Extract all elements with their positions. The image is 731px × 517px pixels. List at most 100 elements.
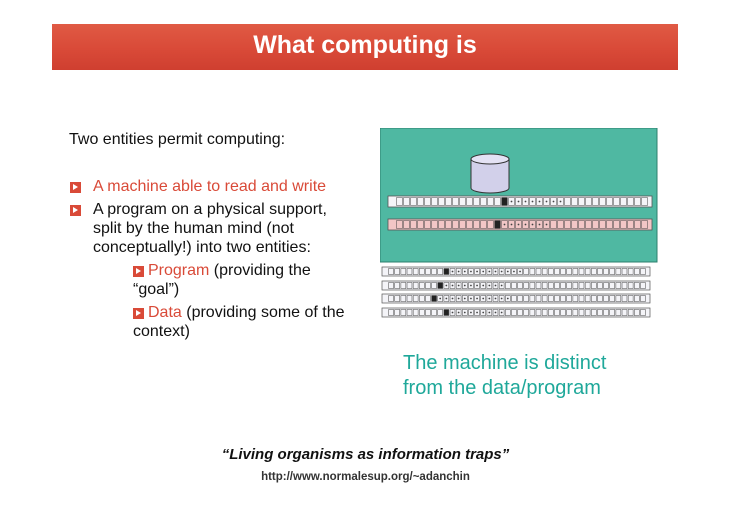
tape-cell <box>578 197 585 206</box>
tape-mark <box>524 223 527 226</box>
tape-cell <box>566 268 572 275</box>
tape-cell <box>412 282 419 289</box>
tape-cell <box>468 295 474 302</box>
tape-cell <box>543 197 550 206</box>
tape-cell <box>627 197 634 206</box>
tape-cell <box>572 282 579 289</box>
tape-mark <box>451 297 454 300</box>
tape-cell <box>557 220 564 229</box>
tape-cell <box>480 220 487 229</box>
tape-mark <box>482 270 485 273</box>
tape-cell <box>522 220 529 229</box>
tape-cell <box>388 295 394 302</box>
tape-cell <box>548 268 554 275</box>
tape-mark <box>531 200 534 203</box>
tape-cell <box>609 309 615 316</box>
tape-cell <box>431 309 437 316</box>
tape-cell <box>591 282 597 289</box>
tape-cell <box>431 282 437 289</box>
tape-cell <box>550 220 557 229</box>
bullet-program-line1: A program on a physical support, <box>93 201 327 218</box>
sub-item-program-line2: “goal”) <box>133 281 180 298</box>
tape-cell <box>564 220 571 229</box>
tape-cell <box>627 282 634 289</box>
sub-item-program: Program (providing the <box>148 261 311 280</box>
tape-cell <box>474 282 480 289</box>
tape-cell <box>566 295 572 302</box>
machine-box <box>380 128 658 263</box>
tape-cell <box>410 220 417 229</box>
tape-mark <box>500 284 503 287</box>
tape-cell <box>541 268 548 275</box>
tape-cell <box>615 309 622 316</box>
tape-mark <box>524 200 527 203</box>
tape-cell <box>394 282 400 289</box>
tape-head-cell <box>437 282 443 289</box>
tape-cell <box>388 282 394 289</box>
tape-cell <box>529 220 536 229</box>
tape-cell <box>480 197 487 206</box>
tape-cell <box>396 220 403 229</box>
tape-mark <box>457 297 460 300</box>
tape-cell <box>541 295 548 302</box>
tape-cell <box>419 309 425 316</box>
tape-cell <box>621 282 628 289</box>
arrow-bullet-icon <box>133 308 144 319</box>
tape-mark <box>552 200 555 203</box>
tape-mark <box>463 297 466 300</box>
tape-cell <box>425 295 431 302</box>
tape-mark <box>494 311 497 314</box>
tape-pink <box>387 218 653 231</box>
tape-cell <box>603 309 609 316</box>
tape-cell <box>529 309 536 316</box>
tape-cell <box>535 282 542 289</box>
tape-cell <box>438 220 445 229</box>
tape-cell <box>473 197 480 206</box>
tape-cell <box>535 295 542 302</box>
tape-mark <box>494 270 497 273</box>
tape-cell <box>468 309 474 316</box>
tape-cell <box>634 268 640 275</box>
tape-cell <box>424 197 431 206</box>
tape-cell <box>564 197 571 206</box>
tape-cell <box>606 220 613 229</box>
tape-cell <box>620 220 627 229</box>
tape-head-cell <box>443 268 450 275</box>
tape-cell <box>505 268 511 275</box>
tape-cell <box>517 309 523 316</box>
tape-mark <box>463 311 466 314</box>
tape-cell <box>498 268 505 275</box>
tape-cell <box>554 295 560 302</box>
tape-cell <box>455 282 462 289</box>
tape-cell <box>566 309 572 316</box>
tape-mark <box>451 311 454 314</box>
bullet-program-line2: split by the human mind (not <box>93 220 294 237</box>
tape-cell <box>438 197 445 206</box>
tape-stack-2 <box>381 280 651 291</box>
tape-cell <box>578 282 585 289</box>
tape-cell <box>597 282 603 289</box>
tape-cell <box>615 282 622 289</box>
tape-mark <box>488 297 491 300</box>
tape-cell <box>640 295 646 302</box>
tape-cell <box>634 197 641 206</box>
tape-cell <box>394 309 400 316</box>
tape-cell <box>634 220 641 229</box>
tape-mark <box>476 284 478 287</box>
tape-mark <box>500 297 503 300</box>
tape-cell <box>498 282 505 289</box>
tape-cell <box>452 197 459 206</box>
tape-cell <box>615 295 622 302</box>
tape-mark <box>451 284 454 287</box>
tape-cell <box>522 197 529 206</box>
sub-item-program-text: (providing the <box>209 262 311 279</box>
tape-cell <box>388 268 394 275</box>
tape-cell <box>535 268 542 275</box>
sub-item-data-highlight: Data <box>148 304 182 321</box>
tape-head-cell <box>501 197 508 206</box>
tape-cell <box>599 220 606 229</box>
tape-cell <box>388 309 394 316</box>
tape-cell <box>494 197 501 206</box>
source-url: http://www.normalesup.org/~adanchin <box>261 471 470 483</box>
tape-cell <box>410 197 417 206</box>
